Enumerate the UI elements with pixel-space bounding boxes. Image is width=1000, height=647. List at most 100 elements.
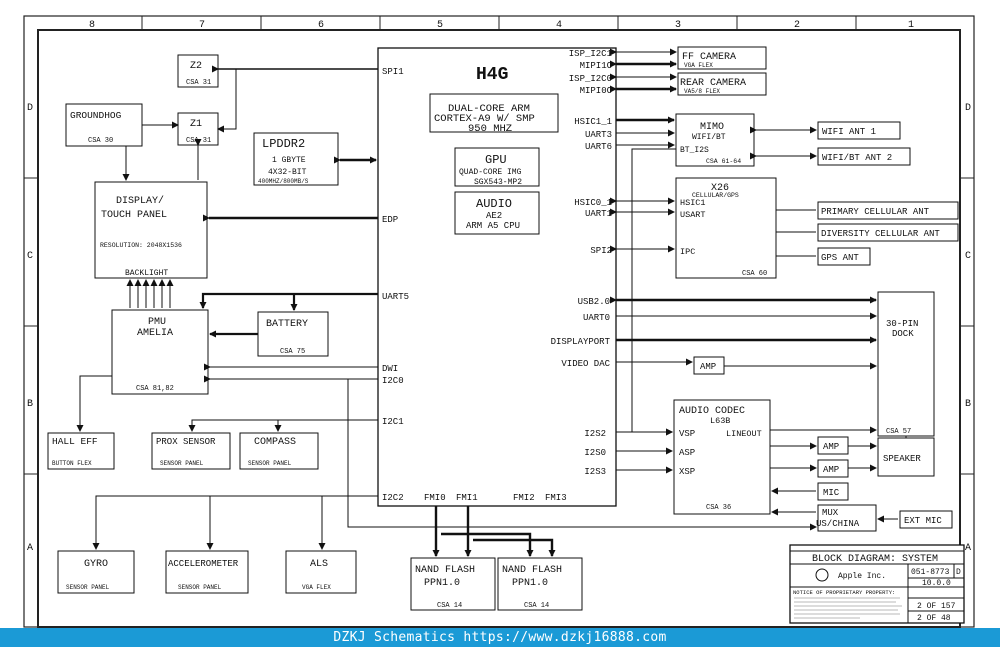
- block-gyro: GYRO SENSOR PANEL: [57, 550, 135, 594]
- block-ref: CSA 60: [742, 270, 767, 278]
- port-label: MIPI0C: [580, 86, 613, 96]
- block-title: AMP: [823, 442, 839, 452]
- block-sub: BUTTON FLEX: [52, 460, 92, 467]
- row-label: B: [965, 399, 971, 410]
- block-wifi-ant-1: WIFI ANT 1: [817, 121, 901, 140]
- block-sub: SENSOR PANEL: [178, 584, 222, 591]
- port-label: EDP: [382, 215, 398, 225]
- watermark-footer: DZKJ Schematics https://www.dzkj16888.co…: [0, 628, 1000, 647]
- block-prox-sensor: PROX SENSOR SENSOR PANEL: [151, 432, 231, 470]
- block-hall-effect: HALL EFF BUTTON FLEX: [47, 432, 115, 470]
- port-label: IPC: [680, 247, 695, 257]
- block-diversity-cellular-ant: DIVERSITY CELLULAR ANT: [817, 223, 959, 242]
- port-label: FMI2: [513, 493, 535, 503]
- block-sub: VGA FLEX: [684, 62, 713, 69]
- block-ref: CSA 61-64: [706, 158, 741, 165]
- block-title: HALL EFF: [52, 436, 98, 447]
- block-title: GPS ANT: [821, 253, 859, 263]
- block-title: AMP: [700, 362, 716, 372]
- block-title: PMU: [148, 317, 166, 328]
- block-gps-ant: GPS ANT: [817, 247, 871, 266]
- port-label: MIPI1C: [580, 61, 613, 71]
- col-label: 5: [437, 20, 443, 31]
- block-sub: SENSOR PANEL: [160, 460, 204, 467]
- block-primary-cellular-ant: PRIMARY CELLULAR ANT: [817, 201, 959, 220]
- port-label: I2C2: [382, 493, 404, 503]
- block-sub: VGA FLEX: [302, 584, 331, 591]
- block-amp-1: AMP: [817, 436, 849, 455]
- row-label: A: [965, 543, 971, 554]
- block-ff-camera: FF CAMERA VGA FLEX: [677, 46, 767, 70]
- block-text: L63B: [710, 416, 730, 426]
- port-label: FMI1: [456, 493, 478, 503]
- port-label: I2C0: [382, 376, 404, 386]
- port-label: ISP_I2C1: [569, 49, 612, 59]
- col-label: 3: [675, 20, 681, 31]
- block-title: ACCELEROMETER: [168, 559, 239, 569]
- block-title: NAND FLASH: [415, 565, 475, 576]
- title-block: BLOCK DIAGRAM: SYSTEM 051-8773 D 10.0.0 …: [789, 544, 965, 624]
- soc-cpu: CORTEX-A9 W/ SMP: [434, 113, 535, 125]
- port-label: XSP: [679, 467, 695, 477]
- col-label: 1: [908, 20, 914, 31]
- soc-h4g: H4G DUAL-CORE ARM CORTEX-A9 W/ SMP 950 M…: [377, 47, 617, 507]
- block-groundhog: GROUNDHOG CSA 30: [65, 103, 143, 147]
- port-label: DWI: [382, 364, 398, 374]
- block-title: Z1: [190, 119, 202, 130]
- row-label: B: [27, 399, 33, 410]
- block-ref: CSA 31: [186, 137, 211, 145]
- soc-audio-title: AUDIO: [476, 197, 512, 211]
- soc-gpu-title: GPU: [485, 153, 507, 167]
- port-label: I2C1: [382, 417, 404, 427]
- block-battery: BATTERY CSA 75: [257, 311, 329, 357]
- port-label: ISP_I2C0: [569, 74, 612, 84]
- port-label: HSIC1: [680, 198, 706, 208]
- block-dock: 30-PIN DOCK CSA 57: [877, 291, 935, 437]
- port-label: VIDEO DAC: [561, 359, 610, 369]
- block-title: GROUNDHOG: [70, 110, 122, 121]
- row-label: D: [965, 103, 971, 114]
- notice-fine-print: [794, 597, 902, 619]
- block-title: REAR CAMERA: [680, 78, 746, 89]
- soc-left-ports: SPI1 EDP UART5 DWI I2C0 I2C1 I2C2 FMI0 F…: [382, 67, 567, 503]
- port-label: LINEOUT: [726, 429, 762, 439]
- block-title: TOUCH PANEL: [101, 210, 167, 221]
- port-label: FMI0: [424, 493, 446, 503]
- block-text: 4X32-BIT: [268, 168, 307, 177]
- block-title: DOCK: [892, 329, 914, 339]
- port-label: ASP: [679, 448, 695, 458]
- block-title: 30-PIN: [886, 319, 918, 329]
- block-ref: CSA 81,82: [136, 385, 174, 393]
- block-title: MUX: [822, 508, 839, 518]
- block-title: DIVERSITY CELLULAR ANT: [821, 229, 940, 239]
- row-labels: D C B A D C B A: [27, 103, 971, 554]
- block-title: EXT MIC: [904, 516, 942, 526]
- soc-cpu: 950 MHZ: [468, 123, 512, 135]
- apple-logo-icon: [815, 568, 829, 582]
- row-label: D: [27, 103, 33, 114]
- col-label: 4: [556, 20, 562, 31]
- diagram-title: BLOCK DIAGRAM: SYSTEM: [812, 554, 938, 565]
- port-label: USB2.0: [578, 297, 610, 307]
- block-title: NAND FLASH: [502, 565, 562, 576]
- port-label: I2S0: [584, 448, 606, 458]
- block-title: ALS: [310, 559, 328, 570]
- revision: D: [956, 568, 961, 577]
- sheet-number: 2 OF 48: [917, 614, 951, 623]
- block-ref: CSA 30: [88, 137, 113, 145]
- block-amp-video: AMP: [693, 356, 725, 375]
- block-text: CELLULAR/GPS: [692, 192, 739, 199]
- block-mic: MIC: [817, 482, 849, 501]
- version: 10.0.0: [922, 579, 951, 588]
- sheet-frame: [23, 15, 975, 628]
- port-label: UART3: [585, 130, 612, 140]
- block-lpddr2: LPDDR2 1 GBYTE 4X32-BIT 400MHZ/800MB/S: [253, 132, 339, 186]
- col-label: 6: [318, 20, 324, 31]
- port-label: DISPLAYPORT: [551, 337, 611, 347]
- port-label: USART: [680, 210, 706, 220]
- block-title: SPEAKER: [883, 454, 921, 464]
- block-display: DISPLAY/ TOUCH PANEL RESOLUTION: 2048X15…: [94, 181, 208, 279]
- soc-gpu: QUAD-CORE IMG: [459, 168, 522, 177]
- block-mux: MUX US/CHINA: [816, 504, 877, 532]
- block-title: X26: [711, 183, 729, 194]
